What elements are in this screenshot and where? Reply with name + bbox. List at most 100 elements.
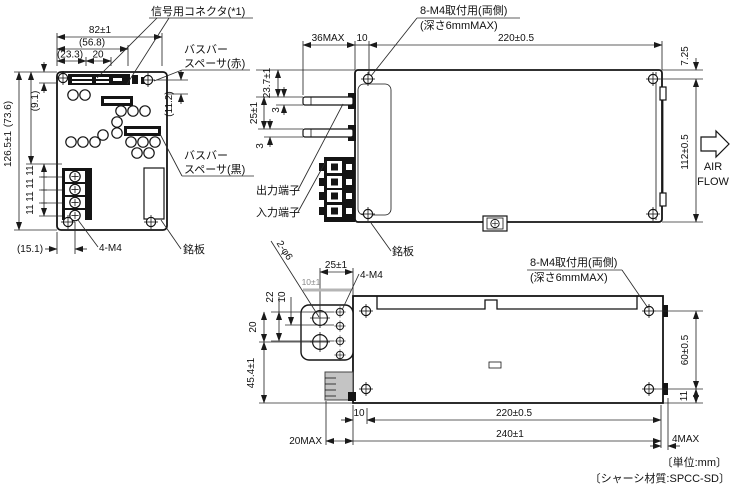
busbar-spacer-black-label-2: スペーサ(黒) <box>184 163 245 176</box>
dim-10a: 10 <box>277 291 288 303</box>
corner-screw-icon <box>140 72 156 88</box>
side-8m4-label-1: 8-M4取付用(両側) <box>530 256 617 269</box>
side-8m4-label-2: (深さ6mmMAX) <box>530 271 608 284</box>
busbar-black <box>124 126 161 136</box>
dim-side-bottom: 10 220±0.5 240±1 20MAX 4MAX <box>289 398 700 450</box>
footer-notes: 〔単位:mm〕 〔シャーシ材質:SPCC-SD〕 <box>590 455 730 485</box>
dim-233: (23.3) <box>57 50 83 61</box>
dim-11-2: 11 <box>25 178 36 189</box>
dim-10: 10 <box>356 33 368 44</box>
dim-10-1: 10±1 <box>302 277 321 287</box>
dim-side-bracket: 2-φ6 25±1 10±1 4-M4 22 10 20 45.4±1 <box>246 239 383 404</box>
top-view-outline <box>354 69 663 223</box>
top-8m4-label-2: (深さ6mmMAX) <box>420 19 498 32</box>
dim-top-right-heights: 7.25 112±0.5 <box>659 46 703 223</box>
dim-25-side: 25±1 <box>325 260 348 271</box>
unit-note: 〔単位:mm〕 <box>662 455 727 469</box>
mounting-screw-icon <box>641 381 657 397</box>
front-view <box>55 70 168 231</box>
input-terminal-block <box>319 157 355 222</box>
dim-237: 23.7±1 <box>262 67 273 98</box>
dim-112b: (11.2) <box>164 91 175 116</box>
side-8m4-callout: 8-M4取付用(両側) (深さ6mmMAX) <box>527 256 649 309</box>
dim-20: 20 <box>92 50 104 61</box>
mounting-screw-icon <box>360 206 376 222</box>
terminal-screw-icon <box>69 196 81 209</box>
terminal-screw-icon <box>69 183 81 196</box>
top-view <box>302 69 667 232</box>
dim-11-3: 11 <box>25 191 36 202</box>
top-8m4-callout: 8-M4取付用(両側) (深さ6mmMAX) <box>370 4 520 77</box>
side-view <box>300 295 668 404</box>
dim-568: (56.8) <box>79 38 105 49</box>
dim-1265: 126.5±1 <box>3 131 14 168</box>
dim-22: 22 <box>265 291 276 303</box>
dim-240: 240±1 <box>496 429 524 440</box>
dim-736: (73.6) <box>3 101 14 127</box>
output-busbars <box>302 93 356 141</box>
top-labels: 出力端子 入力端子 銘板 <box>256 103 414 258</box>
dim-4max: 4MAX <box>672 434 700 445</box>
busbar-spacer-red-label-2: スペーサ(赤) <box>184 57 245 70</box>
dim-front-top-widths: 82±1 (56.8) (23.3) 20 <box>56 25 163 66</box>
vent-slot <box>488 361 502 369</box>
dim-front-151: (15.1) <box>17 222 87 255</box>
air-flow-arrow-icon <box>700 129 730 159</box>
front-panel-outline <box>56 71 168 231</box>
mounting-bracket <box>300 304 354 362</box>
air-flow: AIR FLOW <box>697 129 730 188</box>
dim-3b: 3 <box>255 143 266 149</box>
dim-20-side: 20 <box>248 321 259 333</box>
dim-top-left-busbars: 23.7±1 3 25±1 3 <box>249 67 355 149</box>
dim-60: 60±0.5 <box>680 334 691 365</box>
dim-10b: 10 <box>353 408 365 419</box>
terminal-block-front <box>62 168 92 222</box>
dim-36max: 36MAX <box>312 33 345 44</box>
busbar-spacer-red-label-1: バスバー <box>184 43 228 56</box>
output-terminal-label: 出力端子 <box>256 183 300 197</box>
dim-11: 11 <box>679 390 690 401</box>
mounting-screw-icon <box>645 71 661 87</box>
top-nameplate-label: 銘板 <box>392 244 414 258</box>
mounting-screw-icon <box>358 303 374 319</box>
side-view-outline <box>352 295 664 404</box>
dim-top-widths: 36MAX 10 220±0.5 <box>302 33 663 95</box>
input-terminal-label: 入力端子 <box>256 206 300 219</box>
front-4m4-label: 4-M4 <box>99 243 122 254</box>
busbar-red <box>101 96 133 106</box>
top-8m4-label-1: 8-M4取付用(両側) <box>420 4 507 17</box>
nameplate-front <box>143 167 165 220</box>
side-connector <box>324 371 356 401</box>
dim-220: 220±0.5 <box>498 33 535 44</box>
dim-725: 7.25 <box>680 46 691 66</box>
air-flow-label-2: FLOW <box>697 176 729 188</box>
dim-3a: 3 <box>271 107 282 113</box>
signal-connector-label: 信号用コネクタ(*1) <box>151 5 245 18</box>
nameplate-top <box>357 83 392 216</box>
dim-91: (9.1) <box>30 91 41 112</box>
air-flow-label-1: AIR <box>704 161 722 173</box>
mounting-screw-icon <box>358 381 374 397</box>
dim-220-side: 220±0.5 <box>496 408 533 419</box>
pcb-pads <box>65 89 161 159</box>
mounting-screw-icon <box>641 303 657 319</box>
dim-front-left-heights: (73.6) 126.5±1 (9.1) 11 11 11 11 <box>3 62 62 231</box>
dim-front-112: (11.2) <box>156 70 188 117</box>
material-note: 〔シャーシ材質:SPCC-SD〕 <box>590 471 730 485</box>
signal-connector <box>68 74 146 85</box>
right-flange-tab <box>659 192 667 207</box>
dim-20max: 20MAX <box>289 436 322 447</box>
dim-25: 25±1 <box>249 101 260 124</box>
side-4m4-label: 4-M4 <box>360 270 383 281</box>
dim-side-right: 60±0.5 11 <box>656 310 703 404</box>
front-nameplate-label: 銘板 <box>183 242 205 256</box>
dim-11-4: 11 <box>25 204 36 215</box>
mounting-screw-icon <box>645 206 661 222</box>
right-flange-tab <box>659 86 667 101</box>
dim-112: 112±0.5 <box>680 134 691 170</box>
busbar-spacer-black-label-1: バスバー <box>184 149 228 162</box>
dim-151: (15.1) <box>17 244 43 255</box>
bottom-fastener <box>482 215 508 232</box>
